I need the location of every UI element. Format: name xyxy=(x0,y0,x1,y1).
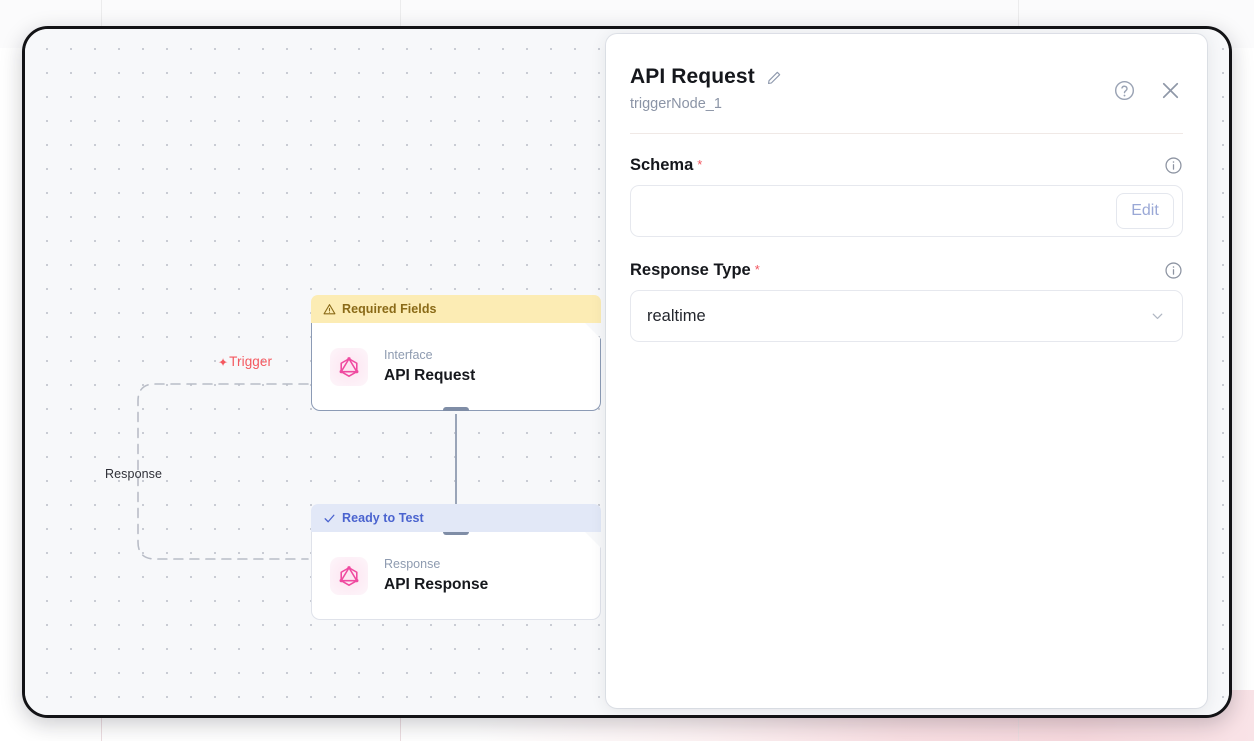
edge-label-trigger: ✦Trigger xyxy=(218,354,273,370)
panel-form: Schema* Edit xyxy=(606,134,1207,342)
edge-path-feedback xyxy=(137,383,309,560)
field-schema-header: Schema* xyxy=(630,156,1183,175)
response-type-select[interactable]: realtime xyxy=(630,290,1183,342)
node-api-response[interactable]: Ready to Test xyxy=(311,504,601,620)
node-banner-text: Required Fields xyxy=(342,302,437,316)
info-circle-icon[interactable] xyxy=(1164,156,1183,175)
edge-label-trigger-text: Trigger xyxy=(229,354,273,369)
node-body-api-request[interactable]: Interface API Request xyxy=(311,323,601,411)
pencil-icon[interactable] xyxy=(766,70,782,86)
node-banner-required-fields: Required Fields xyxy=(311,295,601,323)
background-bottom-divider-1 xyxy=(101,700,102,741)
field-schema-label: Schema xyxy=(630,156,694,174)
panel-header: API Request triggerNode_1 xyxy=(606,34,1207,112)
response-type-selected-value: realtime xyxy=(647,306,706,325)
edge-label-response: Response xyxy=(105,467,163,481)
app-window-frame: ✦Trigger Response Required Fi xyxy=(22,26,1232,718)
page-title: API Request xyxy=(630,65,755,88)
warning-triangle-icon xyxy=(323,303,336,316)
panel-title-row: API Request xyxy=(630,65,1179,89)
field-response-type-label-wrap: Response Type* xyxy=(630,261,760,280)
field-response-type-label: Response Type xyxy=(630,261,751,279)
background-bottom-divider-2 xyxy=(400,700,401,741)
panel-header-actions xyxy=(1113,78,1183,103)
lightning-bolt-icon: ✦ xyxy=(218,355,229,370)
required-asterisk: * xyxy=(697,157,703,172)
schema-input-wrapper[interactable]: Edit xyxy=(630,185,1183,237)
panel-node-id: triggerNode_1 xyxy=(630,96,722,112)
node-body-api-response[interactable]: Response API Response xyxy=(311,532,601,620)
node-text-api-request: Interface API Request xyxy=(384,347,475,386)
panel-divider xyxy=(630,133,1183,134)
field-schema-label-wrap: Schema* xyxy=(630,156,702,175)
chevron-down-icon[interactable] xyxy=(1149,308,1166,325)
node-title-label: API Request xyxy=(384,366,476,384)
node-text-api-response: Response API Response xyxy=(384,556,488,595)
info-circle-icon[interactable] xyxy=(1164,261,1183,280)
field-response-type-header: Response Type* xyxy=(630,261,1183,280)
question-circle-icon[interactable] xyxy=(1113,79,1136,102)
node-title-label: API Response xyxy=(384,575,489,593)
field-response-type: Response Type* realtime xyxy=(630,261,1183,342)
graphql-icon xyxy=(330,557,368,595)
node-handle-bottom[interactable] xyxy=(443,407,469,414)
background-bottom-divider-3 xyxy=(1018,700,1019,741)
node-kind-label: Response xyxy=(384,556,441,571)
field-schema: Schema* Edit xyxy=(630,156,1183,237)
node-kind-label: Interface xyxy=(384,347,433,362)
schema-edit-button[interactable]: Edit xyxy=(1116,193,1174,229)
required-asterisk: * xyxy=(754,262,760,277)
graphql-icon xyxy=(330,348,368,386)
node-inspector-panel: API Request triggerNode_1 xyxy=(606,34,1207,708)
close-icon[interactable] xyxy=(1158,78,1183,103)
check-icon xyxy=(323,512,336,525)
node-api-request[interactable]: Required Fields xyxy=(311,295,601,411)
node-banner-text: Ready to Test xyxy=(342,511,424,525)
node-banner-ready-to-test: Ready to Test xyxy=(311,504,601,532)
